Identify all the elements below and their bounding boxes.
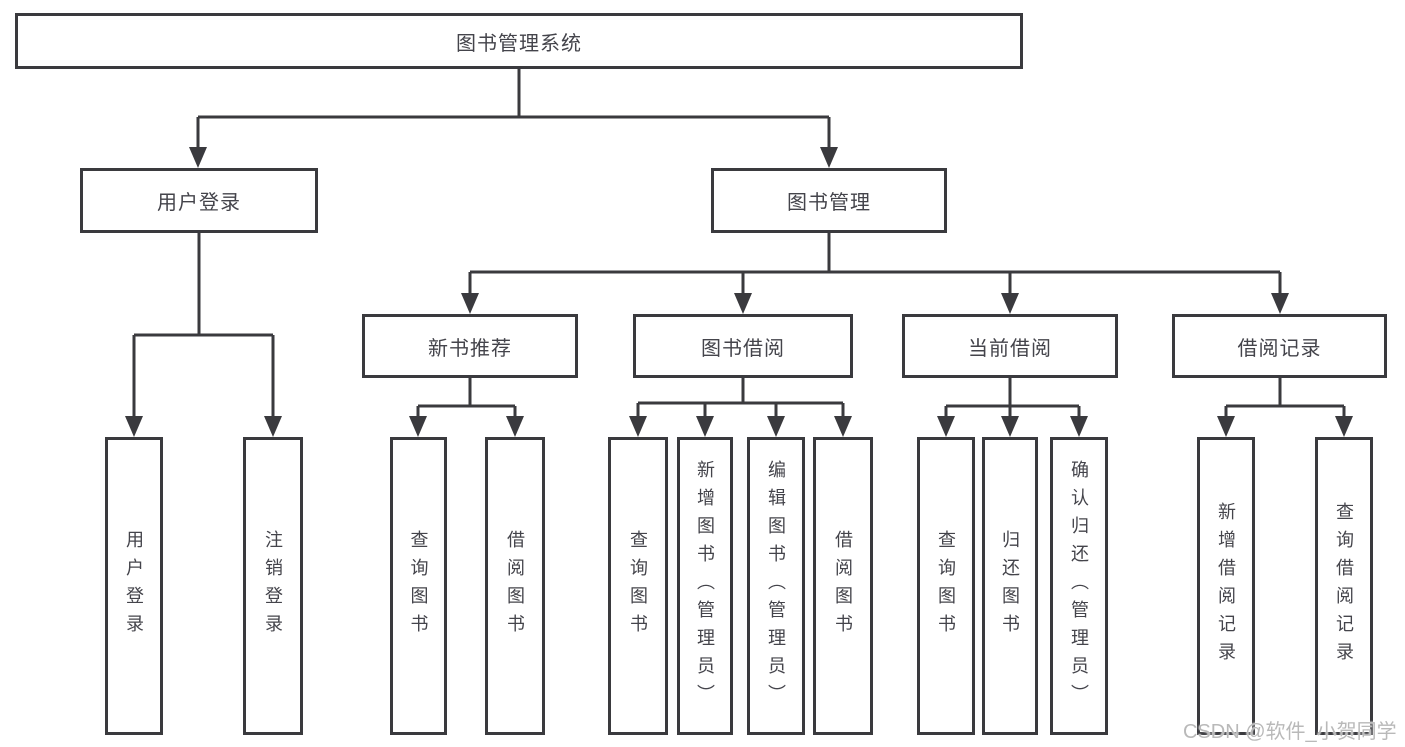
leaf-logout: 注销登录	[243, 437, 303, 735]
node-label: 图书管理系统	[456, 32, 582, 55]
leaf-label: 注销登录	[263, 530, 283, 642]
leaf-label: 归还图书	[1000, 530, 1020, 642]
leaf-borrow-books: 借阅图书	[813, 437, 873, 735]
leaf-borrow-books: 借阅图书	[485, 437, 545, 735]
node-label: 图书管理	[787, 192, 871, 214]
leaf-label: 查询图书	[408, 530, 429, 642]
leaf-user-login: 用户登录	[105, 437, 163, 735]
leaf-query-books: 查询图书	[608, 437, 668, 735]
node-user-login: 用户登录	[80, 168, 318, 233]
node-label: 图书借阅	[701, 337, 785, 360]
leaf-label: 查询图书	[936, 530, 956, 642]
leaf-label: 新增图书（管理员）	[695, 460, 715, 712]
leaf-query-books: 查询图书	[917, 437, 975, 735]
node-label: 用户登录	[157, 192, 241, 214]
leaf-label: 查询图书	[628, 530, 648, 642]
leaf-query-borrow-record: 查询借阅记录	[1315, 437, 1373, 735]
leaf-label: 借阅图书	[505, 530, 525, 642]
node-root-system: 图书管理系统	[15, 13, 1023, 69]
leaf-confirm-return-admin: 确认归还（管理员）	[1050, 437, 1108, 735]
node-new-book-recommend: 新书推荐	[362, 314, 578, 378]
leaf-add-borrow-record: 新增借阅记录	[1197, 437, 1255, 735]
leaf-label: 查询借阅记录	[1334, 502, 1354, 670]
leaf-label: 用户登录	[124, 530, 144, 642]
leaf-label: 确认归还（管理员）	[1069, 460, 1089, 712]
node-label: 借阅记录	[1237, 337, 1322, 360]
node-book-borrow: 图书借阅	[633, 314, 853, 378]
csdn-watermark: CSDN @软件_小贺同学	[1183, 721, 1397, 743]
node-current-borrow: 当前借阅	[902, 314, 1118, 378]
leaf-label: 新增借阅记录	[1216, 502, 1236, 670]
leaf-edit-books-admin: 编辑图书（管理员）	[747, 437, 805, 735]
leaf-query-books: 查询图书	[390, 437, 447, 735]
leaf-label: 借阅图书	[833, 530, 853, 642]
node-borrow-records: 借阅记录	[1172, 314, 1387, 378]
leaf-add-books-admin: 新增图书（管理员）	[677, 437, 733, 735]
node-label: 当前借阅	[968, 337, 1052, 360]
node-label: 新书推荐	[428, 337, 512, 360]
node-book-management: 图书管理	[711, 168, 947, 233]
leaf-return-books: 归还图书	[982, 437, 1038, 735]
leaf-label: 编辑图书（管理员）	[766, 460, 786, 712]
